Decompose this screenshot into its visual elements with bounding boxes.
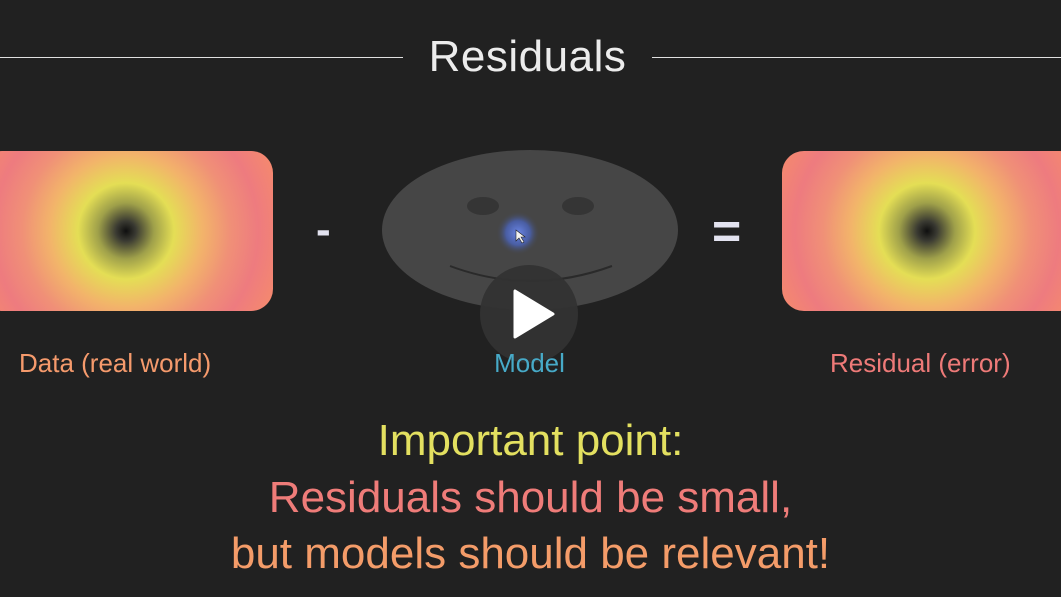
play-icon bbox=[513, 289, 555, 339]
residual-caption: Residual (error) bbox=[830, 348, 1011, 378]
model-face-image bbox=[380, 148, 682, 314]
residual-image bbox=[782, 151, 1061, 311]
slide-title: Residuals bbox=[428, 32, 627, 81]
data-caption: Data (real world) bbox=[19, 348, 212, 378]
title-rule-right bbox=[652, 57, 1061, 58]
important-point-line-2: but models should be relevant! bbox=[230, 529, 831, 578]
cursor-icon bbox=[515, 229, 526, 244]
important-point-line-1: Residuals should be small, bbox=[268, 473, 793, 522]
title-rule-left bbox=[0, 57, 403, 58]
equals-operator: = bbox=[712, 203, 742, 259]
minus-operator: - bbox=[316, 205, 331, 254]
model-caption-text: Model bbox=[494, 348, 565, 378]
important-point-heading: Important point: bbox=[377, 416, 684, 465]
model-caption: Model bbox=[0, 348, 1061, 379]
play-button[interactable] bbox=[480, 265, 578, 363]
data-image bbox=[0, 151, 273, 311]
